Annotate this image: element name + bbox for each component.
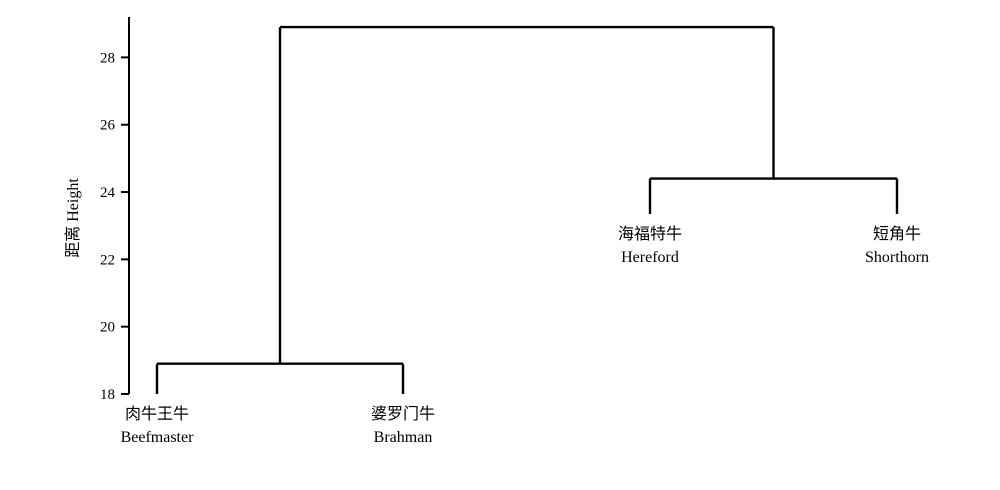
y-tick-label: 26 [100,118,116,134]
leaf-label-cn: 短角牛 [873,225,921,243]
leaf-label-cn: 肉牛王牛 [125,405,189,423]
y-axis-title: 距离 Height [64,178,82,258]
leaf-label-en: Brahman [374,429,433,446]
leaf-label-cn: 海福特牛 [618,225,682,243]
leaf-labels: 肉牛王牛 Beefmaster 婆罗门牛 Brahman 海福特牛 Hereford 短角牛… [121,225,929,446]
y-tick-label: 28 [100,50,115,66]
dendrogram-branches [155,25,899,394]
leaf-label-en: Beefmaster [121,429,195,446]
y-axis: 18 20 22 24 26 28 [100,17,130,403]
leaf-label-en: Shorthorn [865,249,929,266]
y-tick-label: 20 [100,320,115,336]
y-tick-label: 22 [100,252,115,268]
leaf-label-en: Hereford [621,249,679,266]
y-tick-label: 18 [100,387,115,403]
y-tick-label: 24 [100,185,116,201]
leaf-label-cn: 婆罗门牛 [371,405,435,423]
